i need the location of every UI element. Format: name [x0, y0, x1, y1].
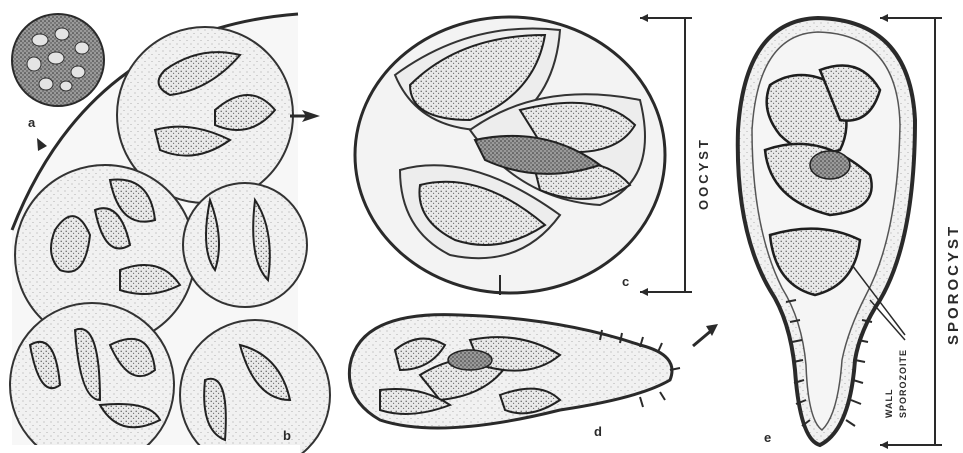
panel-c-drawing [355, 17, 665, 295]
panel-e-drawing [738, 18, 915, 445]
panel-letter-d: d [594, 424, 602, 439]
sporozoite-label: SPOROZOITE [898, 349, 908, 418]
arrow-a-to-b [37, 138, 47, 151]
arrow-d-to-e-shaft [693, 330, 712, 346]
wall-label: WALL [884, 389, 894, 419]
oocyst-label: OOCYST [696, 137, 711, 210]
panel-letter-a: a [28, 115, 36, 130]
panel-letter-c: c [622, 274, 629, 289]
sporocyst-label: SPOROCYST [945, 224, 962, 345]
panel-letter-b: b [283, 428, 291, 443]
panel-a-drawing [12, 14, 104, 106]
panel-d-drawing [349, 315, 680, 428]
panel-letter-e: e [764, 430, 771, 445]
